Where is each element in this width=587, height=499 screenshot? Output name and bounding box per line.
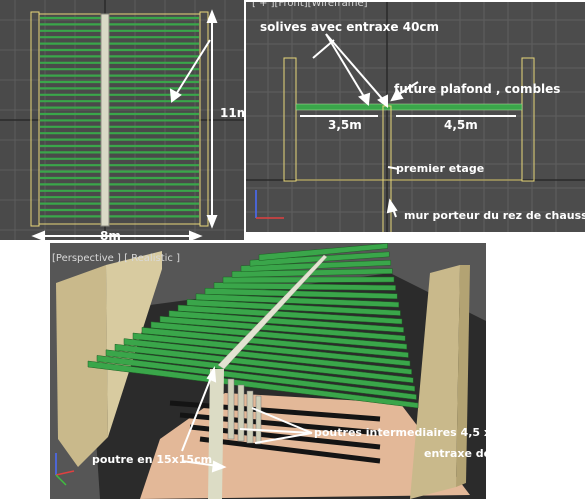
perspective-joist — [177, 304, 403, 325]
perspective-joist — [249, 251, 390, 267]
perspective-joist — [213, 282, 396, 291]
note-poutres: poutres intermediaires 4,5 x 14,5 cm , — [314, 426, 486, 439]
perspective-joist — [258, 243, 388, 261]
note-poutre: poutre en 15x15cm — [92, 453, 213, 466]
note-entraxe: entraxe de 60cm — [424, 447, 486, 460]
perspective-joist — [105, 349, 416, 392]
perspective-joist — [123, 338, 412, 375]
perspective-joist — [186, 299, 401, 316]
main-post — [208, 369, 224, 499]
front-grid — [246, 2, 585, 232]
perspective-joist — [87, 360, 419, 409]
note-plafond: future plafond , combles — [394, 82, 561, 96]
perspective-joist — [114, 343, 414, 384]
right-wall — [410, 265, 460, 499]
dim-height-label: 11m — [220, 106, 244, 120]
top-view-drawing — [0, 0, 244, 240]
central-beam-perspective — [217, 254, 328, 370]
left-wall — [56, 265, 108, 467]
front-view-drawing — [246, 2, 585, 232]
perspective-joists — [87, 243, 419, 409]
central-beam-top — [100, 13, 110, 227]
top-joists — [40, 16, 199, 218]
dim-width-label: 8m — [100, 229, 121, 240]
front-joist-band — [295, 103, 523, 111]
top-viewport[interactable]: 11m 8m — [0, 0, 244, 240]
perspective-joist — [168, 310, 404, 333]
perspective-joist — [150, 321, 408, 350]
perspective-joist — [96, 355, 417, 400]
front-viewport-header[interactable]: [ + ][Front][Wireframe] — [252, 0, 368, 9]
note-mur: mur porteur du rez de chausse — [404, 209, 587, 222]
wall-right-outline — [199, 11, 209, 227]
perspective-joist — [159, 315, 406, 342]
dim-right-span: 4,5m — [444, 118, 478, 132]
front-viewport[interactable]: [ + ][Front][Wireframe] solives avec ent… — [244, 0, 587, 234]
perspective-joist — [222, 276, 395, 284]
perspective-joist — [132, 332, 411, 367]
perspective-joist — [204, 287, 398, 300]
dim-left-span: 3,5m — [328, 118, 362, 132]
wall-left-outline — [30, 11, 40, 227]
front-wall-right — [521, 57, 535, 182]
perspective-viewport[interactable]: [Perspective ] [ Realistic ] poutres int… — [50, 243, 486, 499]
perspective-joist — [141, 327, 409, 358]
front-wall-left — [283, 57, 297, 182]
note-solives: solives avec entraxe 40cm — [260, 20, 440, 34]
perspective-drawing — [55, 243, 486, 499]
note-etage: premier etage — [396, 162, 485, 175]
perspective-joist — [195, 293, 400, 308]
perspective-viewport-header[interactable]: [Perspective ] [ Realistic ] — [52, 253, 180, 264]
